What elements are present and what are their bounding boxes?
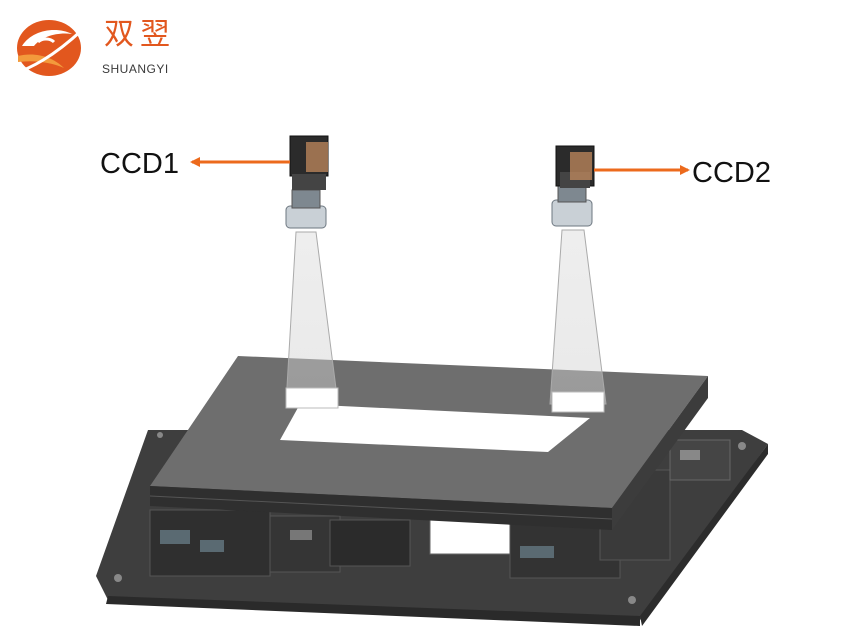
brand-logo: 双翌 SHUANGYI	[12, 12, 202, 82]
ccd1-label: CCD1	[100, 148, 179, 180]
mechanism-block	[114, 432, 746, 604]
ccd2-label: CCD2	[692, 157, 771, 189]
ccd1-beam	[285, 231, 339, 405]
workpiece-sheet	[280, 404, 590, 452]
ccd2-camera	[549, 145, 607, 413]
shuangyi-logo-icon	[13, 20, 84, 76]
ccd1-camera	[285, 135, 339, 409]
brand-name-cn: 双翌	[104, 17, 176, 52]
ccd2-beam	[549, 229, 607, 405]
brand-name-en: SHUANGYI	[102, 62, 169, 76]
